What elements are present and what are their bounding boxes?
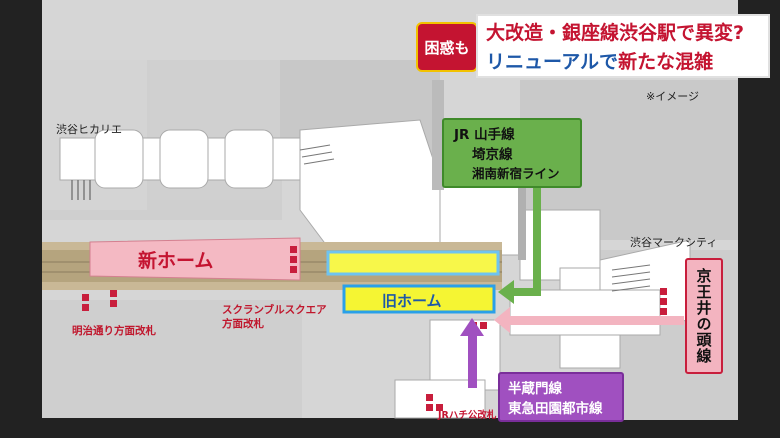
jr-hachiko-gate-label: JRハチ公改札 [438, 410, 497, 421]
jr-line-1: JR 山手線 [454, 127, 515, 143]
jr-lines-box: JR 山手線 埼京線 湘南新宿ライン [442, 118, 582, 188]
shibuya-mark-city-label: 渋谷マークシティ [630, 236, 718, 249]
hanzomon-lines-box: 半蔵門線 東急田園都市線 [498, 372, 624, 422]
headline-line2-highlight: 新たな混雑 [618, 51, 714, 73]
keio-line-box: 京王井の頭線 [685, 258, 723, 374]
headline-line2-prefix: リニューアルで [486, 51, 619, 73]
jr-line-2: 埼京線 [472, 147, 513, 163]
headline-panel: 大改造・銀座線渋谷駅で異変? リニューアルで新たな混雑 [476, 14, 770, 78]
scramble-square-gate-label: スクランブルスクエア 方面改札 [222, 304, 327, 330]
shibuya-hikarie-label: 渋谷ヒカリエ [56, 123, 122, 136]
hanzomon-line-2: 東急田園都市線 [508, 401, 603, 417]
headline-badge: 困惑も [416, 22, 478, 72]
badge-text: 困惑も [424, 38, 470, 57]
jr-line-3: 湘南新宿ライン [472, 166, 560, 181]
keio-line-label: 京王井の頭線 [694, 268, 713, 364]
meiji-dori-gate-label: 明治通り方面改札 [72, 325, 156, 337]
hanzomon-line-1: 半蔵門線 [508, 381, 562, 397]
headline-line1: 大改造・銀座線渋谷駅で異変? [486, 22, 745, 44]
image-note: ※イメージ [646, 90, 699, 103]
new-platform-label: 新ホーム [138, 250, 214, 272]
old-platform-label: 旧ホーム [382, 292, 442, 310]
